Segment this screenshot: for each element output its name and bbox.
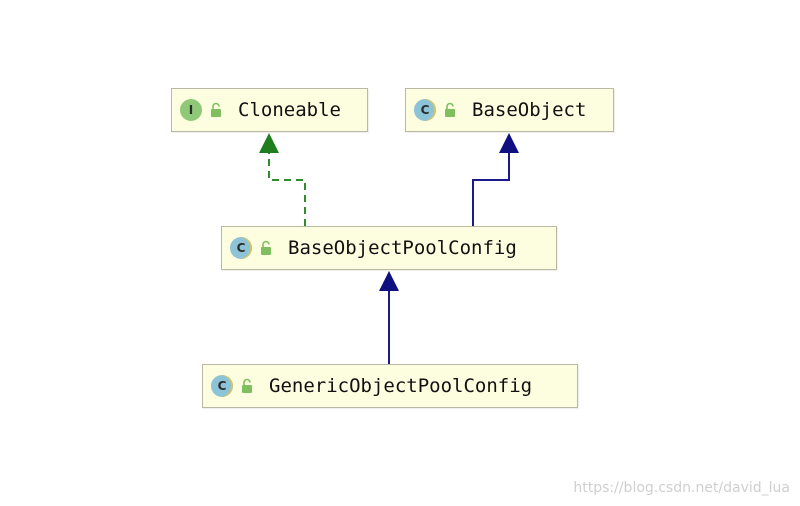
watermark: https://blog.csdn.net/david_lua xyxy=(573,480,790,496)
edge-extends-bopc xyxy=(379,271,399,364)
node-label: BaseObject xyxy=(472,99,587,121)
unlock-icon xyxy=(211,102,221,117)
class-icon: C xyxy=(230,237,252,259)
class-icon: C xyxy=(211,375,233,397)
node-label: Cloneable xyxy=(238,99,341,121)
interface-icon: I xyxy=(180,99,202,121)
unlock-icon xyxy=(242,378,252,393)
node-baseobject[interactable]: C BaseObject xyxy=(405,88,614,132)
unlock-icon xyxy=(445,102,455,117)
class-icon: C xyxy=(414,99,436,121)
node-cloneable[interactable]: I Cloneable xyxy=(171,88,368,132)
node-label: GenericObjectPoolConfig xyxy=(269,375,533,397)
node-genericobjectpoolconfig[interactable]: C GenericObjectPoolConfig xyxy=(202,364,578,408)
edge-extends-baseobject xyxy=(472,133,519,226)
node-baseobjectpoolconfig[interactable]: C BaseObjectPoolConfig xyxy=(221,226,557,270)
node-label: BaseObjectPoolConfig xyxy=(288,237,517,259)
unlock-icon xyxy=(261,240,271,255)
edge-implements-cloneable xyxy=(259,133,306,226)
